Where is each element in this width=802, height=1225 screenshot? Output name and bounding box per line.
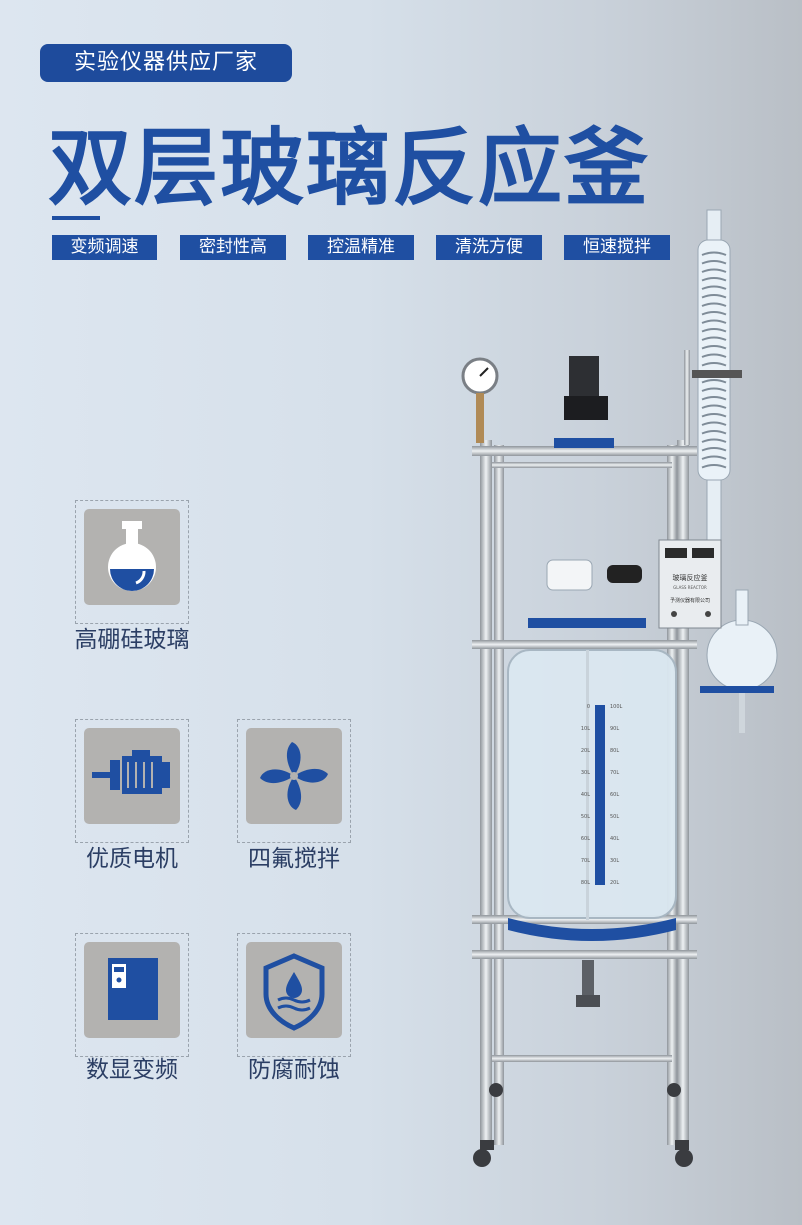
coil-turn <box>701 268 727 273</box>
coil-turn <box>701 447 727 452</box>
coil-turn <box>701 421 727 426</box>
supplier-badge: 实验仪器供应厂家 <box>40 44 292 82</box>
coil-turn <box>701 294 727 299</box>
coil-turn <box>701 345 727 350</box>
feature-card-digital <box>75 933 189 1057</box>
tag-temperature-control: 控温精准 <box>308 235 414 260</box>
scale-label-right: 60L <box>610 792 619 798</box>
scale-label-left: 60L <box>581 836 590 842</box>
coil-turn <box>701 455 727 460</box>
feature-label-motor: 优质电机 <box>86 846 178 872</box>
coil-turn <box>701 404 727 409</box>
tag-sealing: 密封性高 <box>180 235 286 260</box>
scale-label-left: 50L <box>581 814 590 820</box>
controller-label: 玻璃反应釜 <box>673 573 708 582</box>
controller-maker: 予测仪器有限公司 <box>670 597 710 604</box>
scale-label-right: 100L <box>610 704 623 710</box>
scale-label-left: 80L <box>581 880 590 886</box>
coil-turn <box>701 430 727 435</box>
scale-label-right: 90L <box>610 726 619 732</box>
tag-constant-stirring: 恒速搅拌 <box>564 235 670 260</box>
coil-turn <box>701 251 727 256</box>
coil-turn <box>701 464 727 469</box>
title-underline <box>52 216 100 220</box>
digital-controller-icon <box>108 958 158 1020</box>
fan-blade-icon <box>260 742 328 810</box>
coil-turn <box>701 362 727 367</box>
tag-variable-speed: 变频调速 <box>52 235 157 260</box>
coil-turn <box>701 396 727 401</box>
coil-turn <box>701 336 727 341</box>
controller-sub: GLASS REACTOR <box>673 585 707 590</box>
scale-label-left: 0 <box>587 704 590 710</box>
feature-label-stirring: 四氟搅拌 <box>248 846 340 872</box>
coil-turn <box>701 379 727 384</box>
coil-turn <box>701 413 727 418</box>
coil-turn <box>701 438 727 443</box>
coil-turn <box>701 319 727 324</box>
tag-easy-cleaning: 清洗方便 <box>436 235 542 260</box>
scale-label-right: 80L <box>610 748 619 754</box>
page-title: 双层玻璃反应釜 <box>48 119 651 217</box>
scale-label-right: 20L <box>610 880 619 886</box>
glass-reactor-illustration: 玻璃反应釜 GLASS REACTOR 予测仪器有限公司 0 10L 20L 30L 4… <box>461 209 778 1167</box>
feature-label-digital: 数显变频 <box>86 1057 178 1083</box>
motor-icon <box>92 750 170 794</box>
feature-label-glass: 高硼硅玻璃 <box>74 627 190 653</box>
coil-turn <box>701 353 727 358</box>
coil-turn <box>701 285 727 290</box>
scale-label-left: 40L <box>581 792 590 798</box>
condenser-coil <box>701 251 727 469</box>
scale-label-right: 70L <box>610 770 619 776</box>
scale-label-right: 30L <box>610 858 619 864</box>
glass-vessel <box>507 649 677 919</box>
coil-turn <box>701 387 727 392</box>
feature-card-motor <box>75 719 189 843</box>
shield-droplet-icon <box>263 953 325 1031</box>
coil-turn <box>701 311 727 316</box>
scale-label-right: 50L <box>610 814 619 820</box>
feature-label-corrosion: 防腐耐蚀 <box>248 1057 340 1083</box>
feature-card-glass <box>75 500 189 624</box>
volume-scale <box>595 705 605 885</box>
coil-turn <box>701 328 727 333</box>
scale-label-left: 10L <box>581 726 590 732</box>
feature-card-stirring <box>237 719 351 843</box>
scale-label-right: 40L <box>610 836 619 842</box>
scale-label-left: 20L <box>581 748 590 754</box>
coil-turn <box>701 260 727 265</box>
coil-turn <box>701 302 727 307</box>
scale-label-left: 70L <box>581 858 590 864</box>
round-flask-icon <box>108 521 156 591</box>
coil-turn <box>701 277 727 282</box>
scale-label-left: 30L <box>581 770 590 776</box>
feature-card-corrosion <box>237 933 351 1057</box>
